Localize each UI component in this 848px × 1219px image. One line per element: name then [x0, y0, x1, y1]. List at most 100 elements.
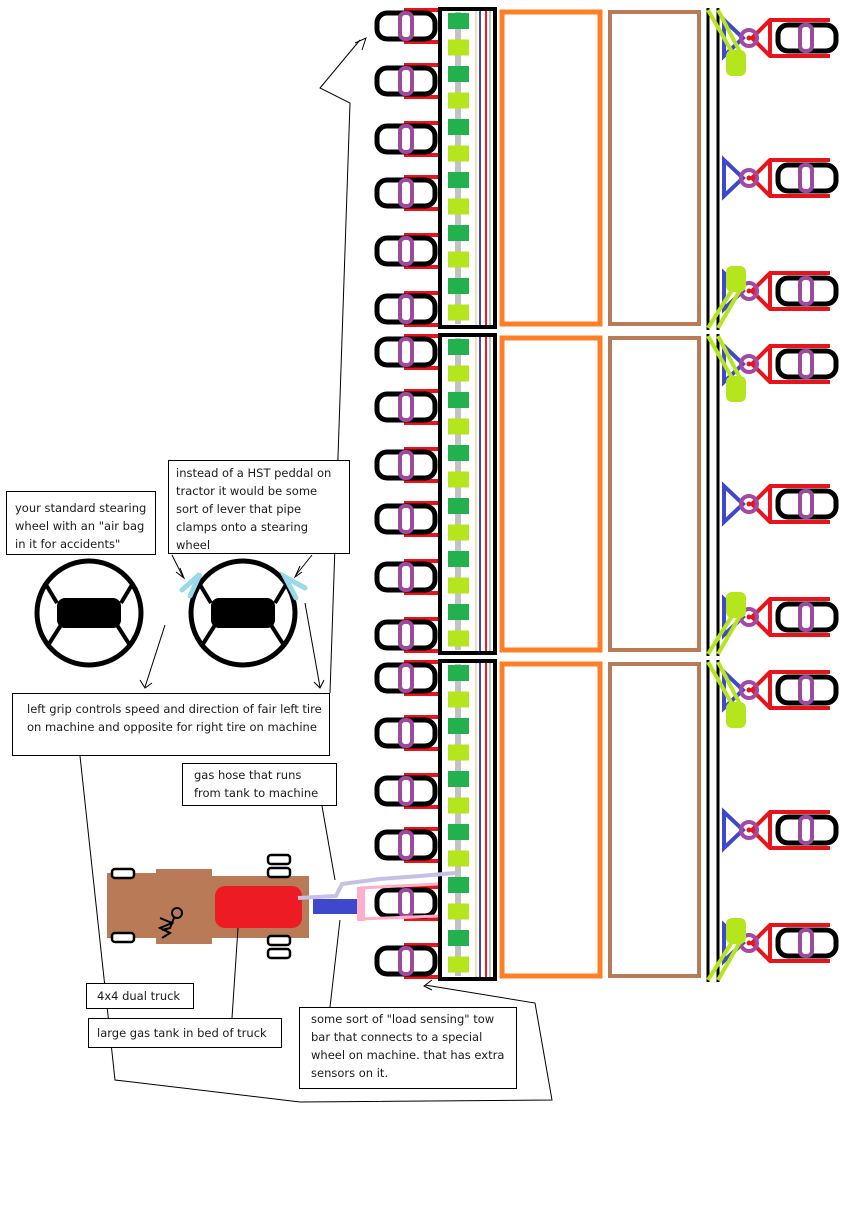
leader-line — [329, 919, 341, 1008]
wheel-fork — [749, 158, 830, 198]
arrowhead-icon — [293, 565, 303, 579]
hydraulic-cylinder — [726, 702, 746, 728]
truck-tire-icon — [266, 947, 292, 960]
driver-icon — [157, 907, 183, 939]
hub-icon — [398, 718, 414, 748]
hub-icon — [798, 163, 814, 193]
arrowhead-icon — [313, 679, 325, 689]
wheel-fork — [749, 344, 830, 384]
steering-spoke — [119, 581, 135, 605]
note-gas-hose: gas hose that runs from tank to machine — [182, 763, 337, 806]
pivot-center — [746, 501, 752, 507]
truck-cab — [156, 869, 212, 944]
seed-unit — [448, 691, 469, 708]
machine — [374, 7, 839, 982]
left-wheel — [374, 660, 438, 696]
hydraulic-cylinder — [726, 266, 746, 292]
pivot-icon — [739, 680, 759, 700]
pivot-icon — [739, 28, 759, 48]
cylinder-rod — [706, 614, 734, 656]
hub-icon — [398, 66, 414, 96]
left-wheel — [374, 617, 438, 653]
cylinder-rod — [706, 661, 734, 705]
seed-unit — [448, 850, 469, 867]
hub-icon — [398, 337, 414, 367]
seed-unit — [448, 718, 469, 734]
lever-bracket-right — [278, 570, 308, 601]
pivot-icon — [739, 168, 759, 188]
hydraulic-cylinder — [726, 918, 746, 944]
leader-line — [319, 39, 361, 694]
seed-unit — [448, 365, 469, 382]
hub-icon — [398, 946, 414, 976]
hub-icon — [798, 276, 814, 306]
wheel-fork — [749, 597, 830, 637]
seed-unit — [448, 665, 469, 681]
left-wheel — [374, 8, 438, 44]
left-wheel — [374, 943, 438, 979]
leader-line — [295, 554, 313, 576]
seed-unit — [448, 418, 469, 435]
sensor-wheel-frame — [359, 914, 439, 921]
driver-limbs — [157, 917, 175, 939]
right-wheel-assembly — [706, 9, 839, 76]
arrowhead-icon — [175, 567, 186, 580]
seed-unit — [448, 498, 469, 514]
truck-tire-icon — [110, 867, 136, 880]
hub-icon — [398, 504, 414, 534]
seed-unit — [448, 392, 469, 408]
right-wheel-assembly — [706, 661, 839, 728]
hub-icon — [398, 178, 414, 208]
tow-bar — [313, 899, 357, 914]
seed-unit — [448, 524, 469, 541]
right-wheel-assembly — [706, 266, 839, 330]
pivot-center — [746, 614, 752, 620]
annotation-leaders — [79, 37, 553, 1103]
steering-spoke — [115, 623, 133, 649]
left-wheel — [374, 121, 438, 157]
seed-unit — [448, 577, 469, 594]
orange-hopper — [499, 9, 603, 327]
seed-unit — [448, 445, 469, 461]
sensor-wheel-mount — [357, 887, 365, 921]
hub-icon — [798, 815, 814, 845]
note-steering-wheel: your standard stearing wheel with an "ai… — [6, 491, 156, 555]
seed-unit — [448, 251, 469, 268]
seed-unit — [448, 39, 469, 56]
arrowhead-icon — [354, 37, 367, 51]
steering-spoke — [199, 623, 217, 649]
note-gas-tank: large gas tank in bed of truck — [88, 1018, 282, 1048]
seed-unit — [448, 225, 469, 241]
hub-icon — [798, 489, 814, 519]
wheel-fork — [749, 484, 830, 524]
hydraulic-cylinder — [726, 50, 746, 76]
truck-tire-icon — [266, 866, 292, 879]
cylinder-rod — [716, 335, 742, 379]
hub-icon — [398, 124, 414, 154]
pivot-center — [746, 288, 752, 294]
hub-icon — [798, 928, 814, 958]
hub-icon — [798, 602, 814, 632]
wheel-fork — [749, 810, 830, 850]
cylinder-rod — [716, 614, 742, 656]
leader-line — [304, 602, 321, 688]
left-wheel — [374, 175, 438, 211]
pivot-icon — [739, 354, 759, 374]
hub-icon — [398, 562, 414, 592]
cylinder-rod — [716, 940, 742, 982]
seed-unit — [448, 797, 469, 814]
machine-section-1 — [374, 7, 839, 330]
steering-spoke — [45, 623, 63, 649]
right-wheel-assembly — [722, 807, 839, 853]
hub-icon — [398, 11, 414, 41]
steering-wheels — [34, 558, 308, 668]
hub-icon — [398, 236, 414, 266]
leader-line — [231, 927, 239, 1019]
brown-hopper — [608, 336, 701, 652]
left-wheel — [374, 334, 438, 370]
gas-tank — [215, 886, 302, 928]
hub-icon — [398, 294, 414, 324]
truck-tire-icon — [266, 934, 292, 947]
pivot-center — [746, 361, 752, 367]
gas-hose — [297, 871, 456, 900]
